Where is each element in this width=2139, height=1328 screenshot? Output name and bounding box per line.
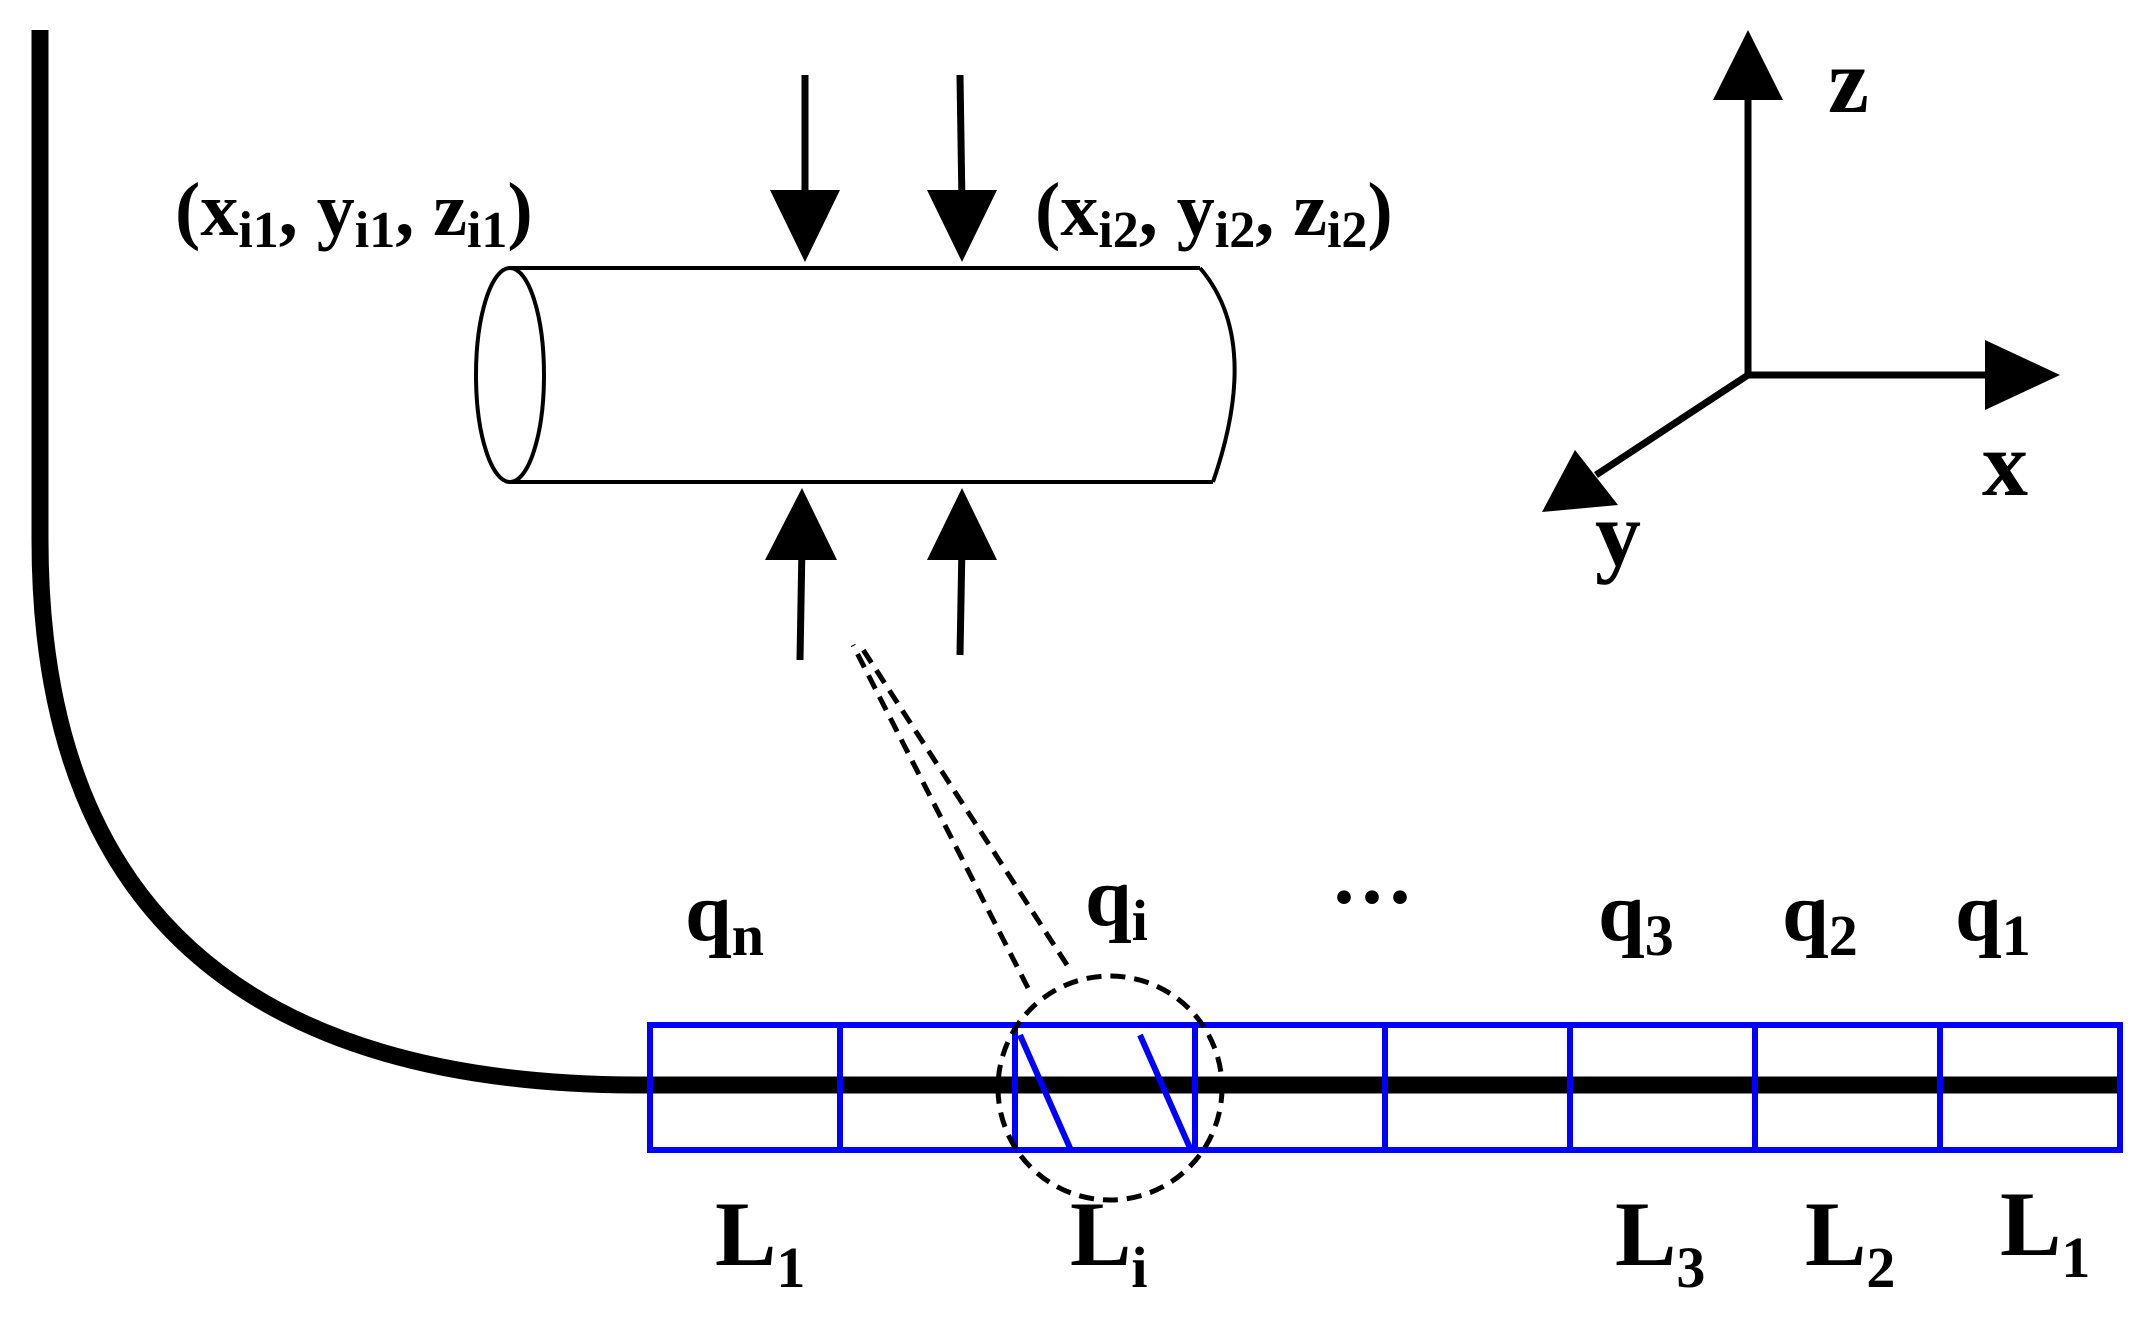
zoom-leader-2 [857, 643, 1070, 967]
segment-slant-left [1017, 1033, 1073, 1150]
arrow-up-left [765, 488, 837, 661]
x-axis-arrowhead [1985, 340, 2060, 410]
zoom-circle [995, 973, 1225, 1203]
segment-slant-right [1137, 1033, 1193, 1150]
flow-label-q1: q1 [1955, 866, 2031, 968]
pressure-arrows [765, 74, 997, 661]
length-label-left-L1: L1 [715, 1183, 805, 1300]
cylinder-segment [474, 266, 1237, 484]
wellbore-path [31, 30, 2120, 1094]
endpoint-right-coords: (xi2, yi2, zi2) [1035, 168, 1393, 259]
length-label-L3: L3 [1615, 1183, 1705, 1300]
flow-label-qn: qn [685, 866, 764, 968]
flow-label-qi: qi [1085, 851, 1148, 953]
arrow-up-right [927, 488, 997, 656]
flow-label-q3: q3 [1598, 866, 1674, 968]
cylinder-left-face [474, 266, 546, 484]
y-axis-arrowhead [1542, 450, 1618, 512]
zoom-callout [850, 643, 1225, 1203]
x-axis-label: x [1982, 413, 2028, 515]
flow-label-q2: q2 [1782, 866, 1858, 968]
cylinder-right-edge [1198, 266, 1237, 483]
length-label-L2: L2 [1805, 1183, 1895, 1300]
length-label-Li: Li [1070, 1183, 1148, 1300]
z-axis-label: z [1828, 30, 1869, 132]
arrow-down-left [770, 75, 840, 262]
z-axis-arrowhead [1713, 30, 1783, 100]
coordinate-axes: z x y [1542, 30, 2060, 585]
arrow-down-right [927, 74, 997, 262]
length-label-right-L1: L1 [2000, 1173, 2090, 1290]
y-axis-line [1594, 372, 1750, 478]
flow-label-ellipsis: ··· [1330, 851, 1414, 944]
y-axis-label: y [1595, 483, 1641, 585]
endpoint-left-coords: (xi1, yi1, zi1) [175, 168, 533, 259]
segment-grid [647, 1022, 2123, 1153]
zoom-leader-1 [850, 643, 1031, 990]
